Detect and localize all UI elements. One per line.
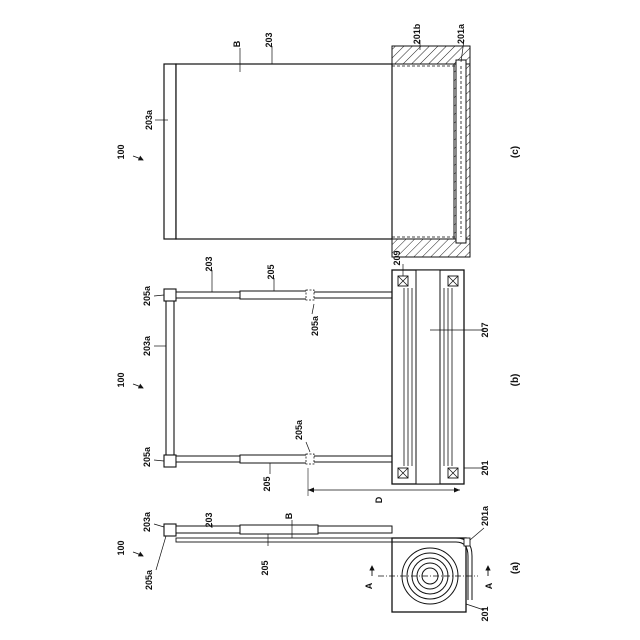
caption-c: (c) [510,146,521,158]
rod-203a-b [166,294,174,462]
label-205-a: 205 [260,560,270,575]
label-205-b1: 205 [266,264,276,279]
label-201b-c: 201b [412,23,422,44]
label-205a-b2: 205a [142,446,152,467]
label-100-c-group: 100 [116,144,126,159]
label-205a-b3: 205a [310,315,320,336]
leader-100-c [133,156,143,160]
label-203-a: 203 [204,512,214,527]
label-201a-a: 201a [480,505,490,526]
slot-201a-a [464,538,470,546]
label-205a-b1: 205a [142,285,152,306]
label-203a-a: 203a [142,511,152,532]
joint-205a-top-b [306,290,314,300]
view-b: 100 205a 203a 205a 203 205 205 205a [116,250,521,503]
label-209: 209 [392,250,402,265]
joint-205a-bottom-b [306,454,314,464]
sheet-b-a [176,538,392,542]
label-205a-a: 205a [144,569,154,590]
label-203a-c: 203a [144,109,154,130]
label-205a-b4: 205a [294,419,304,440]
view-c: 100 203a B 203 201b 201a (c) [116,23,521,257]
sleeve-a [240,525,318,534]
label-100-b: 100 [116,372,126,387]
sheet-b-c [176,64,392,239]
label-203-b: 203 [204,256,214,271]
shaft-207-b [416,270,440,484]
label-b-c: B [232,40,242,47]
rod-203a-c [164,64,176,239]
label-b-a: B [284,512,294,519]
label-201-a: 201 [480,606,490,621]
label-a-2: A [484,582,494,589]
label-d: D [374,496,384,503]
label-100-c: 100 [116,144,126,159]
arm-top-sleeve-b [240,291,308,299]
label-203-c: 203 [264,32,274,47]
caption-a: (a) [510,562,521,574]
leader-100-a [133,552,143,556]
label-100-a: 100 [116,540,126,555]
label-205-b2: 205 [262,476,272,491]
cap-a [164,524,176,536]
cap-bottom-b [164,455,176,467]
label-a-1: A [364,582,374,589]
view-a: 100 203a 205a 203 205 B A A 201a [116,505,521,622]
cap-top-b [164,289,176,301]
caption-b: (b) [510,374,521,387]
leader-100-b [133,384,143,388]
label-203a-b: 203a [142,335,152,356]
label-201a-c: 201a [456,23,466,44]
arm-bottom-sleeve-b [240,455,308,463]
housing-201-a [392,538,466,612]
